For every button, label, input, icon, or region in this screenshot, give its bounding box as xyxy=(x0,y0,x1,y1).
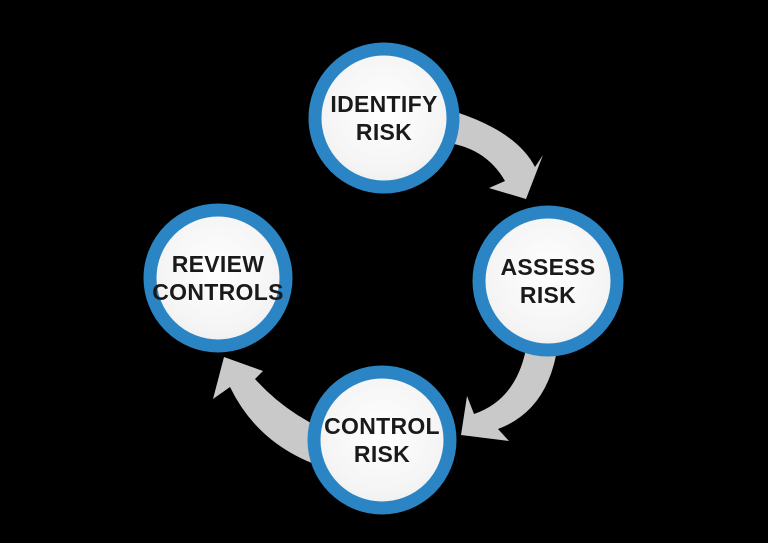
node-circle-control-risk xyxy=(307,365,457,515)
node-circle-identify-risk xyxy=(308,42,460,194)
arrow-assess-to-control xyxy=(461,336,558,441)
node-circle-review-controls xyxy=(143,203,293,353)
arrow-identify-to-assess xyxy=(441,112,543,199)
node-circle-assess-risk xyxy=(472,205,624,357)
